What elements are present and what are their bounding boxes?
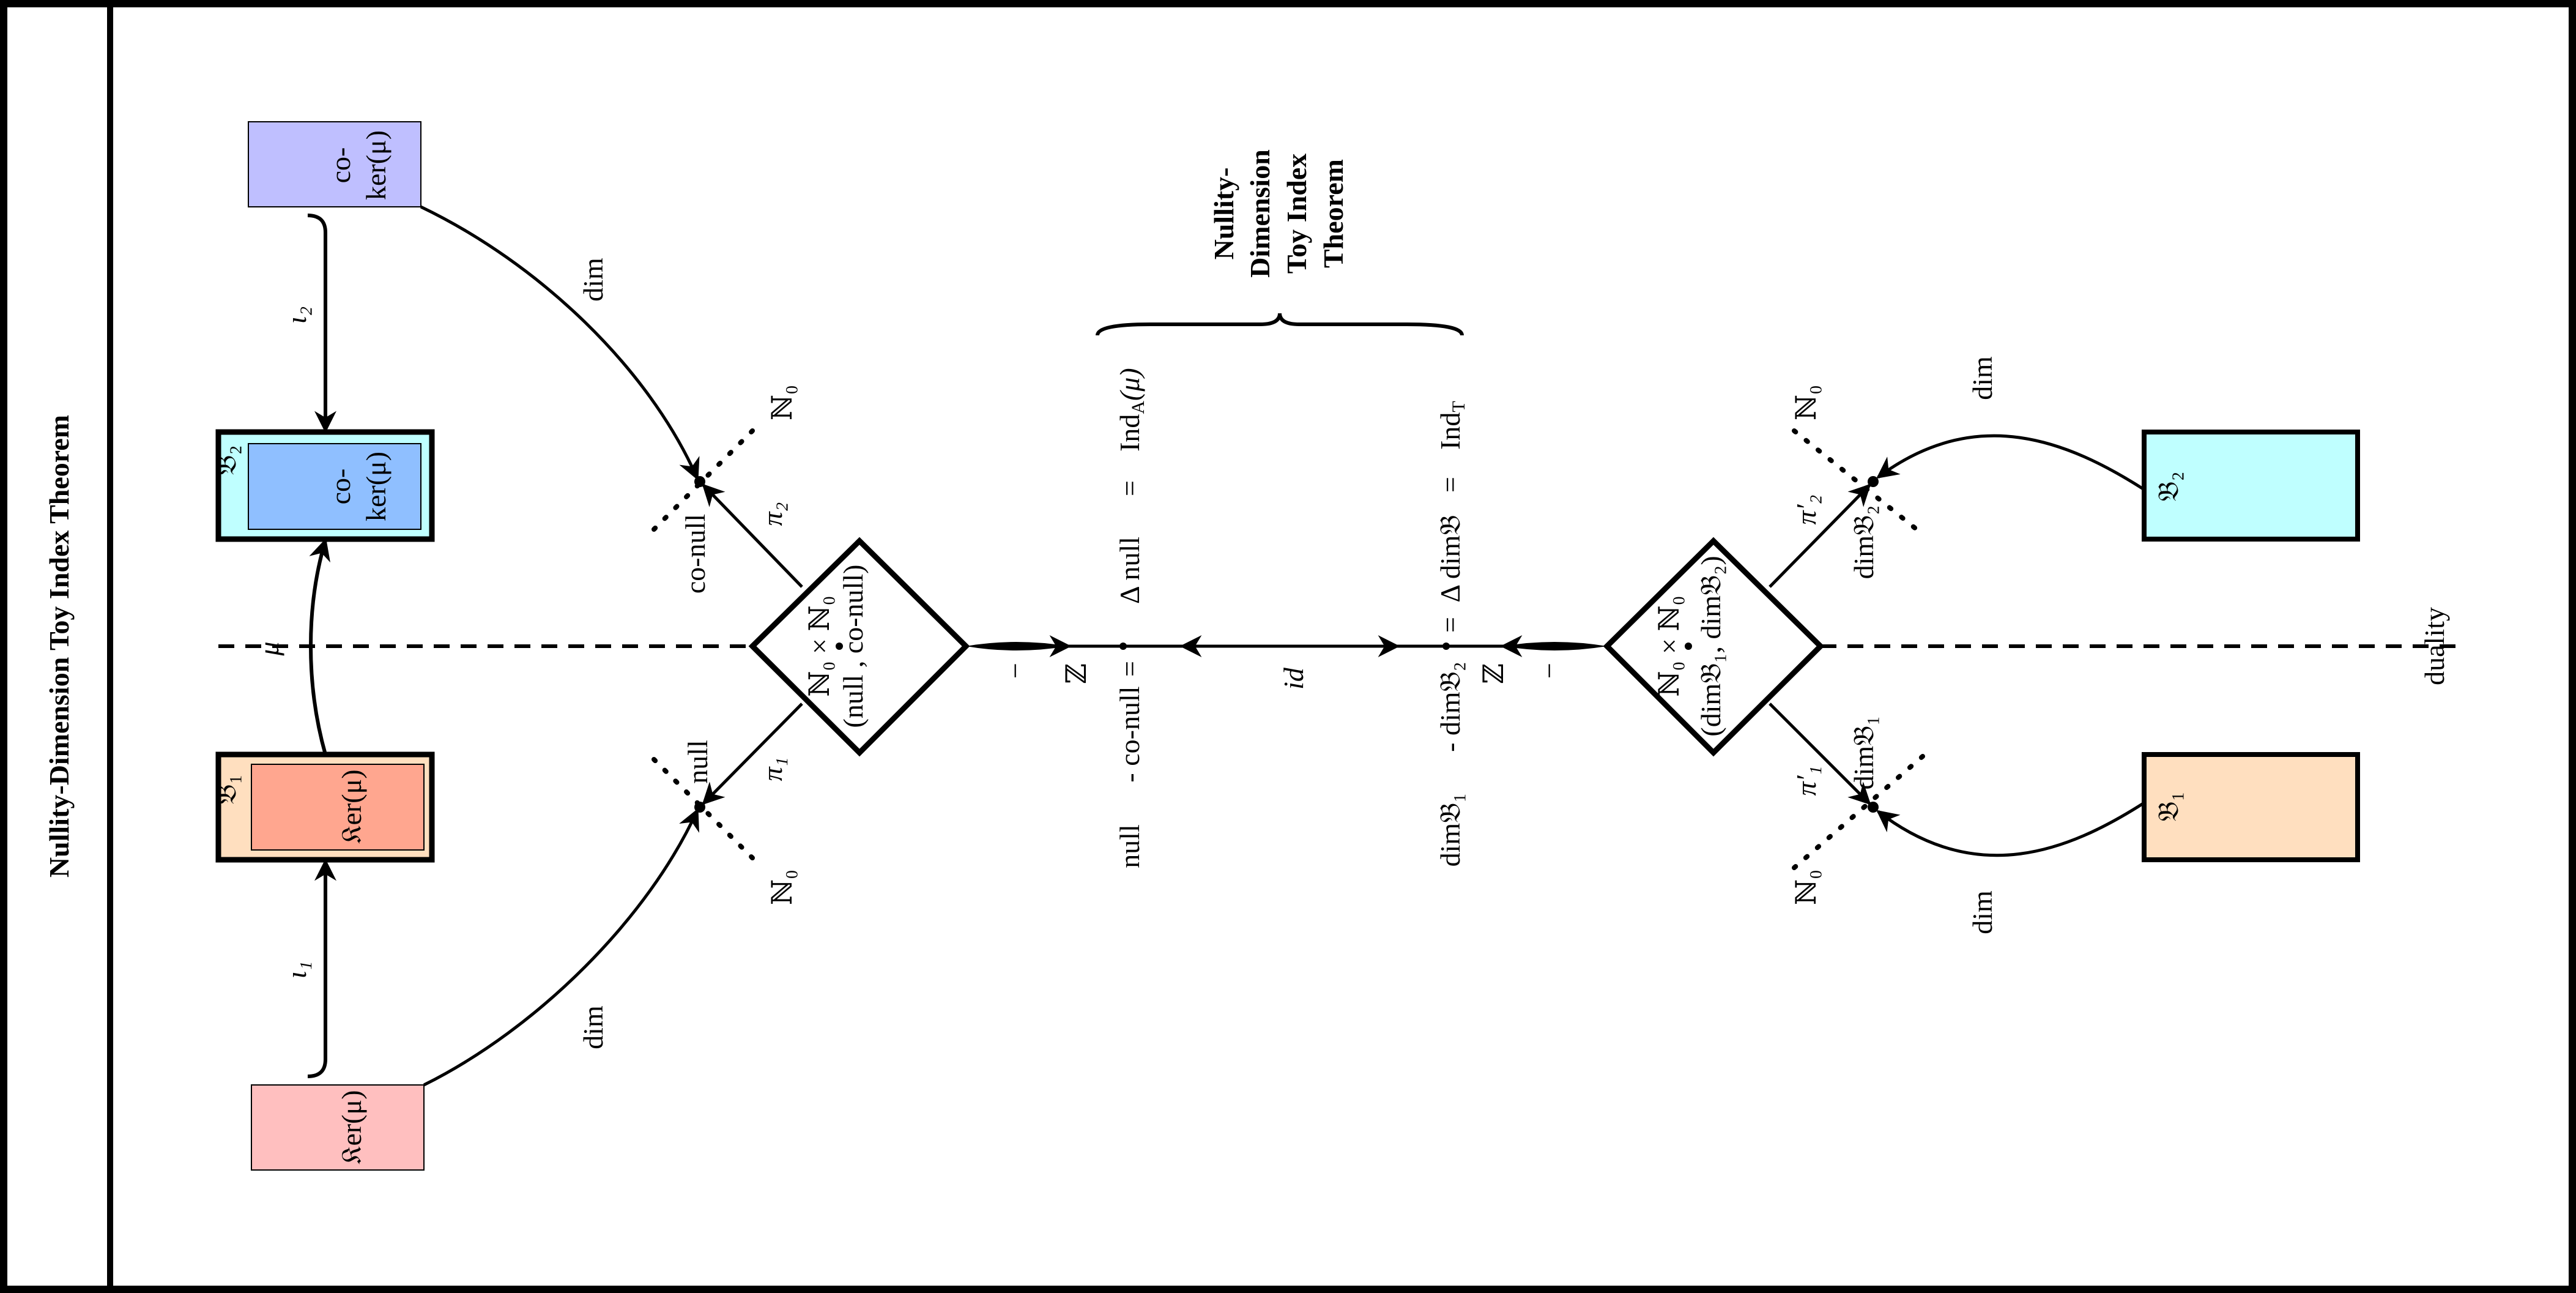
iota1-arrow xyxy=(307,859,336,1078)
dim-curve-top xyxy=(420,205,700,481)
n0-right-bottom-label: ℕ₀ xyxy=(1791,870,1822,905)
ker-label: 𝔎er(μ) xyxy=(336,1090,367,1164)
diamond-right-line1: ℕ₀ × ℕ₀ xyxy=(1654,595,1685,696)
eq1-delta-null: Δ null xyxy=(1114,537,1145,604)
curly-brace xyxy=(1096,313,1464,336)
pi1-prime-label: π′₁ xyxy=(1791,766,1822,796)
mu-label: μ xyxy=(253,641,284,656)
iota1-label: ι₁ xyxy=(281,961,312,979)
eq1-equals-2: = xyxy=(1114,480,1145,496)
b2-box-right xyxy=(2142,430,2360,542)
eq1-conull: - co-null xyxy=(1114,686,1145,782)
dotted-cross-right-upper xyxy=(1792,428,1925,537)
eq1-null: null xyxy=(1114,824,1145,868)
diamond-left-line1: ℕ₀ × ℕ₀ xyxy=(804,595,835,696)
dim-label-bottom: dim xyxy=(577,1005,609,1049)
n0-top-label: ℕ₀ xyxy=(766,385,798,420)
pi1-label: π₁ xyxy=(757,757,788,781)
eq2-dim-b1: dim𝔅₁ xyxy=(1435,793,1466,867)
n0-bottom-label: ℕ₀ xyxy=(766,870,798,905)
diamond-right-dot xyxy=(1685,643,1692,650)
dim-curve-right-top xyxy=(1876,434,2145,491)
iota2-label: ι₂ xyxy=(281,307,312,324)
eq2-dim-b2: - dim𝔅₂ xyxy=(1435,661,1466,752)
heading-line-4: Theorem xyxy=(1318,159,1349,268)
coker-box xyxy=(248,121,421,207)
coker-label-1: co- xyxy=(325,147,356,184)
null-label: null xyxy=(682,740,713,784)
equation-topological-index: dim𝔅₁ - dim𝔅₂ = Δ dim𝔅 = IndT xyxy=(1435,401,1469,866)
eq2-delta-dim: Δ dim𝔅 xyxy=(1435,515,1466,602)
diamond-left-dot xyxy=(836,643,843,650)
b2-right-label: 𝔅₂ xyxy=(2153,471,2184,501)
dim-curve-right-bottom xyxy=(1876,801,2145,857)
iota2-arrow xyxy=(307,214,336,433)
dot-row2 xyxy=(1442,643,1450,650)
ker-inner-box xyxy=(251,764,425,851)
id-label: id xyxy=(1278,667,1309,690)
minus-right: − xyxy=(1534,663,1565,679)
b1-box-right xyxy=(2142,752,2360,862)
eq2-ind-t: IndT xyxy=(1435,401,1469,450)
n0-right-top-label: ℕ₀ xyxy=(1791,385,1822,420)
b2-label: 𝔅₂ xyxy=(210,445,242,475)
coker-label-2: ker(μ) xyxy=(360,130,392,200)
pi2-prime-arrow xyxy=(1769,483,1871,588)
diamond-right-line2: (dim𝔅₁, dim𝔅₂) xyxy=(1695,556,1726,736)
pi1-prime-arrow xyxy=(1769,702,1871,805)
b1-label: 𝔅₁ xyxy=(210,774,242,804)
node-dim-b2 xyxy=(1868,476,1879,487)
pi2-arrow xyxy=(702,483,803,588)
pi2-prime-label: π′₂ xyxy=(1791,494,1822,524)
equation-analytic-index: null - co-null = Δ null = IndA(μ) xyxy=(1114,368,1148,868)
pi1-arrow xyxy=(702,702,803,805)
mu-arrow xyxy=(309,538,330,755)
pi2-label: π₂ xyxy=(757,502,788,526)
dim-b1-label: dim𝔅₁ xyxy=(1848,716,1879,790)
z-right: ℤ xyxy=(1478,663,1509,684)
dim-curve-bottom xyxy=(423,808,699,1087)
taper-left xyxy=(966,642,1068,650)
z-left: ℤ xyxy=(1061,663,1092,684)
duality-label: duality xyxy=(2419,607,2450,685)
eq2-equals-2: = xyxy=(1435,477,1466,493)
dim-right-top-label: dim xyxy=(1967,356,1998,400)
dim-b2-label: dim𝔅₂ xyxy=(1848,505,1879,579)
eq1-equals-1: = xyxy=(1114,661,1145,677)
heading-line-1: Nullity- xyxy=(1208,168,1239,260)
heading-line-2: Dimension xyxy=(1244,149,1275,278)
eq2-equals-1: = xyxy=(1435,617,1466,633)
page-title: Nullity-Dimension Toy Index Theorem xyxy=(43,415,75,878)
heading-line-3: Toy Index xyxy=(1281,154,1312,274)
coker-inner-label-2: ker(μ) xyxy=(360,452,392,521)
node-dim-b1 xyxy=(1868,802,1879,813)
coker-inner-box xyxy=(248,443,421,530)
dim-label-top: dim xyxy=(577,258,609,302)
eq1-ind-a: IndA(μ) xyxy=(1114,368,1148,452)
ker-box xyxy=(251,1084,425,1171)
dot-row1 xyxy=(1119,643,1127,650)
product-diamond-right xyxy=(1603,537,1825,757)
co-null-label: co-null xyxy=(680,514,711,594)
dim-right-bottom-label: dim xyxy=(1967,890,1998,934)
b1-right-label: 𝔅₁ xyxy=(2153,791,2184,821)
minus-left: − xyxy=(1000,663,1031,679)
coker-inner-label-1: co- xyxy=(325,469,356,505)
dotted-cross-right-lower xyxy=(1792,754,1925,870)
taper-right xyxy=(1504,642,1607,650)
ker-inner-label: 𝔎er(μ) xyxy=(336,769,367,843)
